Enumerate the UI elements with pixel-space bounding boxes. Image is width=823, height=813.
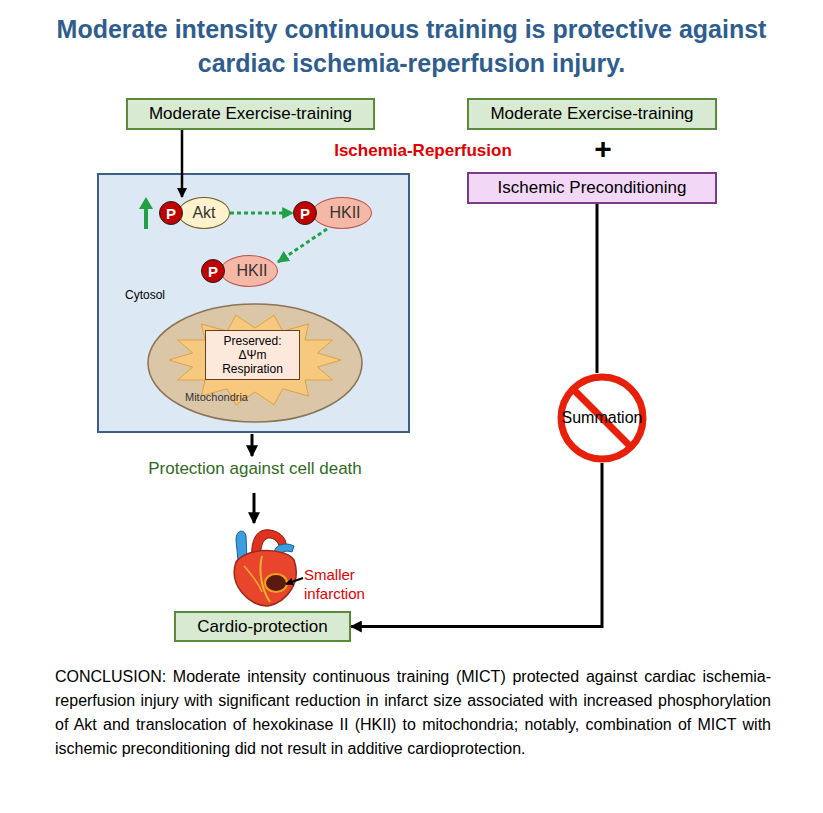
node-text: HKII xyxy=(323,204,360,222)
node-text: Cardio-protection xyxy=(197,617,327,637)
phospho-circle: P xyxy=(201,259,225,283)
leader-line xyxy=(286,578,303,584)
title: Moderate intensity continuous training i… xyxy=(50,12,773,80)
protein-ellipse: HKII xyxy=(220,255,278,287)
text-label: + xyxy=(589,132,617,166)
arrow-connector xyxy=(230,212,293,215)
mitochondrion: Mitochondria Preserved: ΔΨm Respiration xyxy=(147,303,363,423)
node-text: Ischemic Preconditioning xyxy=(498,178,687,198)
node-text: Mitochondria xyxy=(185,391,248,403)
heart-body xyxy=(234,551,296,607)
prohibition-ring xyxy=(561,377,643,459)
process-box: Ischemic Preconditioning xyxy=(467,172,717,204)
flow-arrow xyxy=(251,434,254,456)
text-label: Protection against cell death xyxy=(110,459,400,479)
process-box: Moderate Exercise-training xyxy=(126,98,375,130)
cristae xyxy=(169,315,341,405)
arrow-connector xyxy=(278,229,327,262)
protein-ellipse: Akt xyxy=(178,197,230,229)
caption: CONCLUSION: Moderate intensity continuou… xyxy=(55,665,771,761)
arrow-connector xyxy=(596,204,599,373)
coronary-artery xyxy=(244,566,262,592)
node-text: Akt xyxy=(192,204,215,222)
process-box: Moderate Exercise-training xyxy=(467,98,717,130)
increase-arrow xyxy=(144,207,148,229)
prohibition-sign: Summation xyxy=(557,373,647,463)
node-text: Moderate Exercise-training xyxy=(490,104,693,124)
node-text: Cytosol xyxy=(125,288,165,302)
infarct-area xyxy=(265,574,287,592)
node-text: Moderate Exercise-training xyxy=(149,104,352,124)
node-text: Preserved: ΔΨm Respiration xyxy=(217,334,289,376)
outer-membrane xyxy=(148,304,362,422)
node-text: Summation xyxy=(562,409,643,427)
node-text: P xyxy=(208,263,218,280)
increase-arrow-head xyxy=(139,197,153,209)
node-text: HKII xyxy=(230,262,267,280)
flow-arrow xyxy=(253,493,256,523)
text-label: Ischemia-Reperfusion xyxy=(300,141,546,161)
node-text: P xyxy=(166,205,176,222)
phospho-circle: P xyxy=(293,201,317,225)
text-label: Smaller infarction xyxy=(304,565,384,603)
protein-ellipse: HKII xyxy=(312,197,372,229)
result-box: Preserved: ΔΨm Respiration xyxy=(205,330,300,380)
arrow-connector xyxy=(351,463,602,627)
node-text: P xyxy=(300,205,310,222)
phospho-circle: P xyxy=(159,201,183,225)
heart-illustration xyxy=(234,530,296,606)
process-box: Cardio-protection xyxy=(174,611,351,642)
arrow-connector xyxy=(181,130,184,197)
